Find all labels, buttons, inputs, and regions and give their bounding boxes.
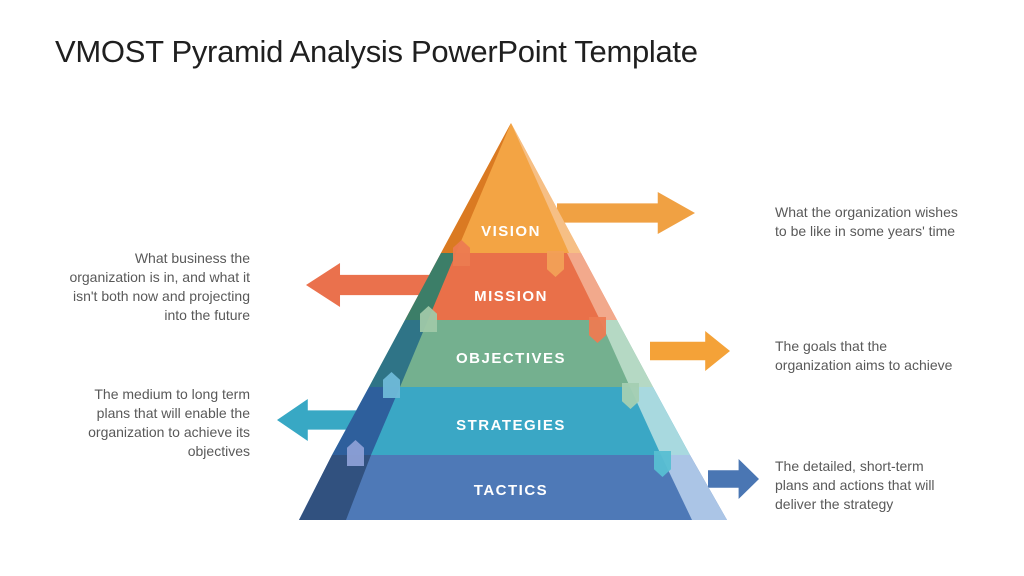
vision-label: VISION xyxy=(481,223,541,240)
strategies-note: The medium to long term plans that will … xyxy=(88,386,250,460)
peg-icon xyxy=(383,372,400,398)
peg-icon xyxy=(547,251,564,277)
peg-icon xyxy=(453,240,470,266)
objectives-arrow-right-icon xyxy=(650,331,730,371)
peg-icon xyxy=(347,440,364,466)
slide-title: VMOST Pyramid Analysis PowerPoint Templa… xyxy=(55,34,698,69)
strategies-label: STRATEGIES xyxy=(456,417,566,434)
peg-icon xyxy=(622,383,639,409)
mission-note: What business the organization is in, an… xyxy=(69,250,250,324)
objectives-label: OBJECTIVES xyxy=(455,350,567,367)
objectives-note: The goals that the organization aims to … xyxy=(775,338,953,374)
tactics-arrow-right-icon xyxy=(708,459,759,499)
peg-icon xyxy=(589,317,606,343)
mission-label: MISSION xyxy=(474,288,548,305)
tactics-note: The detailed, short-term plans and actio… xyxy=(775,458,935,513)
peg-icon xyxy=(654,451,671,477)
vision-note: What the organization wishes to be like … xyxy=(775,204,958,240)
tactics-label: TACTICS xyxy=(473,482,549,499)
peg-icon xyxy=(420,306,437,332)
